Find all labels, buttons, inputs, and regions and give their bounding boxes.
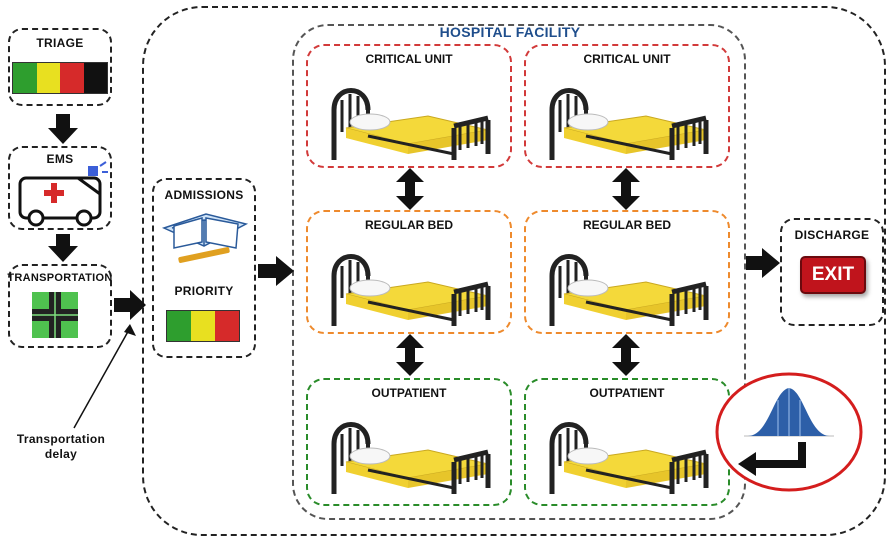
hospital-bed-icon bbox=[331, 88, 491, 160]
triage-color-segment bbox=[60, 63, 84, 93]
hospital-bed-icon bbox=[331, 254, 491, 326]
ems-label: EMS bbox=[46, 152, 74, 166]
bidirectional-arrow-icon bbox=[396, 168, 424, 210]
triage-label: TRIAGE bbox=[36, 36, 84, 50]
exit-sign-text: EXIT bbox=[811, 264, 855, 285]
regular-bed-unit-2: REGULAR BED bbox=[524, 210, 730, 334]
triage-color-segment bbox=[13, 63, 37, 93]
triage-color-segment bbox=[83, 63, 107, 93]
critical-unit-2: CRITICAL UNIT bbox=[524, 44, 730, 168]
road-intersection-icon bbox=[32, 292, 78, 338]
ems-box bbox=[8, 146, 112, 230]
bidirectional-arrow-icon bbox=[612, 168, 640, 210]
priority-color-segment bbox=[215, 311, 239, 341]
priority-label: PRIORITY bbox=[174, 284, 234, 298]
open-book-icon bbox=[161, 213, 249, 263]
bidirectional-arrow-icon bbox=[396, 334, 424, 376]
hospital-bed-icon bbox=[549, 88, 709, 160]
system-boundary bbox=[142, 6, 886, 536]
hospital-bed-icon bbox=[549, 254, 709, 326]
bidirectional-arrow-icon bbox=[612, 334, 640, 376]
critical-unit-1: CRITICAL UNIT bbox=[306, 44, 512, 168]
triage-box bbox=[8, 28, 112, 106]
arrow-right-icon bbox=[114, 290, 146, 320]
arrow-right-icon bbox=[746, 248, 780, 278]
triage-color-segment bbox=[36, 63, 60, 93]
arrow-right-icon bbox=[258, 256, 294, 286]
priority-color-segment bbox=[191, 311, 215, 341]
hospital-facility-container bbox=[292, 24, 746, 520]
outpatient-unit-1: OUTPATIENT bbox=[306, 378, 512, 506]
admissions-box bbox=[152, 178, 256, 358]
return-arrow-icon bbox=[738, 442, 806, 476]
triage-color-bar bbox=[12, 62, 108, 94]
arrow-down-icon bbox=[48, 114, 78, 144]
delay-pointer-line bbox=[73, 324, 136, 429]
regular-bed-unit-1: REGULAR BED bbox=[306, 210, 512, 334]
hospital-bed-icon bbox=[549, 422, 709, 494]
discharge-box bbox=[780, 218, 884, 326]
transportation-box bbox=[8, 264, 112, 348]
hospital-facility-title: HOSPITAL FACILITY bbox=[439, 24, 581, 40]
exit-sign: EXIT bbox=[800, 256, 866, 294]
priority-color-segment bbox=[167, 311, 191, 341]
ambulance-icon bbox=[18, 161, 108, 227]
transportation-delay-label: Transportation delay bbox=[16, 432, 106, 461]
transportation-label: TRANSPORTATION bbox=[7, 272, 113, 284]
arrow-down-icon bbox=[48, 234, 78, 262]
hospital-bed-icon bbox=[331, 422, 491, 494]
discharge-label: DISCHARGE bbox=[794, 228, 870, 242]
admissions-label: ADMISSIONS bbox=[164, 188, 244, 202]
outpatient-unit-2: OUTPATIENT bbox=[524, 378, 730, 506]
priority-color-bar bbox=[166, 310, 240, 342]
